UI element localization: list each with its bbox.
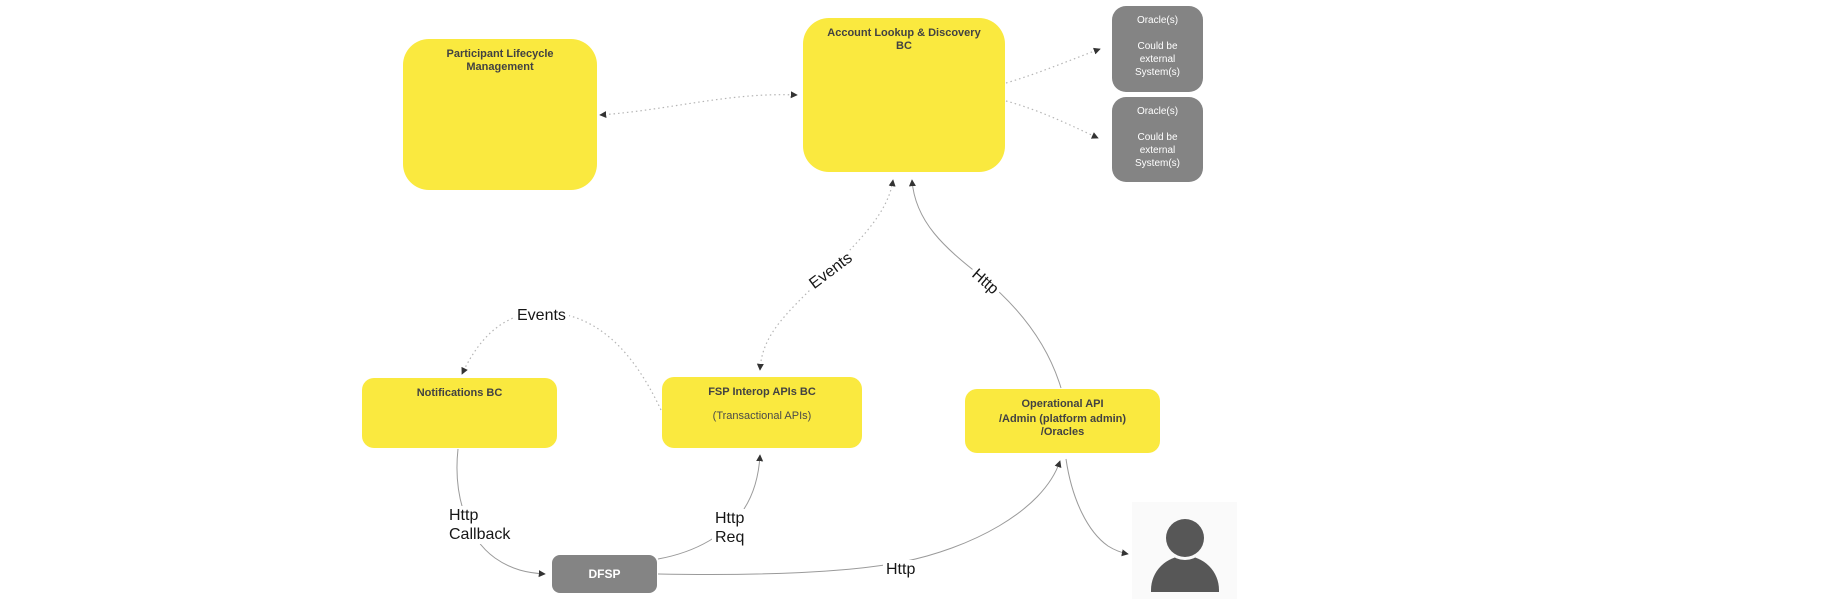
node-participant-lifecycle-management[interactable]: Participant Lifecycle Management — [403, 39, 597, 190]
edge-notifications-dfsp-callback — [456, 448, 546, 578]
edge-account-oracle-bottom — [1005, 100, 1099, 139]
edge-operational-person — [1065, 458, 1129, 557]
node-fsp-interop-apis-bc[interactable]: FSP Interop APIs BC (Transactional APIs) — [662, 377, 862, 448]
node-subtitle: (Transactional APIs) — [712, 410, 812, 422]
node-title: Operational API — [1021, 398, 1104, 410]
person-icon-body — [1151, 556, 1219, 592]
node-text: Oracle(s) Could be external System(s) — [1135, 106, 1180, 169]
edge-account-oracle-top — [1005, 47, 1101, 84]
node-oracle-external-system-bottom[interactable]: Oracle(s) Could be external System(s) — [1112, 97, 1203, 182]
admin-user-node[interactable] — [1132, 502, 1237, 599]
edge-participant-account — [599, 91, 798, 119]
node-title: Notifications BC — [416, 387, 503, 399]
node-text: Oracle(s) Could be external System(s) — [1135, 15, 1180, 78]
node-title: Participant Lifecycle Management — [446, 48, 554, 73]
node-oracle-external-system-top[interactable]: Oracle(s) Could be external System(s) — [1112, 6, 1203, 92]
node-notifications-bc[interactable]: Notifications BC — [362, 378, 557, 448]
node-operational-api[interactable]: Operational API /Admin (platform admin) … — [965, 389, 1160, 453]
edge-label-http-dfsp-operational: Http — [883, 560, 919, 579]
edge-label-http-req: Http Req — [712, 509, 748, 547]
node-title: FSP Interop APIs BC — [708, 386, 816, 398]
node-title: Account Lookup & Discovery BC — [827, 27, 981, 52]
node-title: DFSP — [588, 567, 621, 581]
edge-label-http-callback: Http Callback — [446, 506, 514, 544]
node-dfsp[interactable]: DFSP — [552, 555, 657, 593]
node-account-lookup-discovery-bc[interactable]: Account Lookup & Discovery BC — [803, 18, 1005, 172]
node-endpoints: /Admin (platform admin) /Oracles — [998, 413, 1127, 438]
person-icon — [1166, 519, 1204, 557]
edge-label-events-notifications: Events — [514, 306, 569, 325]
